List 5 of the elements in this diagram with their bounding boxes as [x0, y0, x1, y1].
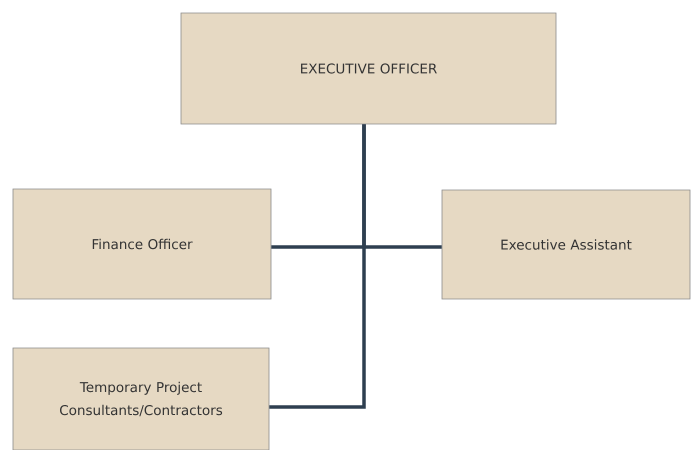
connector — [269, 124, 366, 409]
org-box: Temporary Project Consultants/Contractors — [12, 348, 270, 450]
org-box: EXECUTIVE OFFICER — [180, 12, 556, 124]
org-box: Finance Officer — [12, 188, 272, 300]
org-box: Executive Assistant — [442, 190, 690, 300]
